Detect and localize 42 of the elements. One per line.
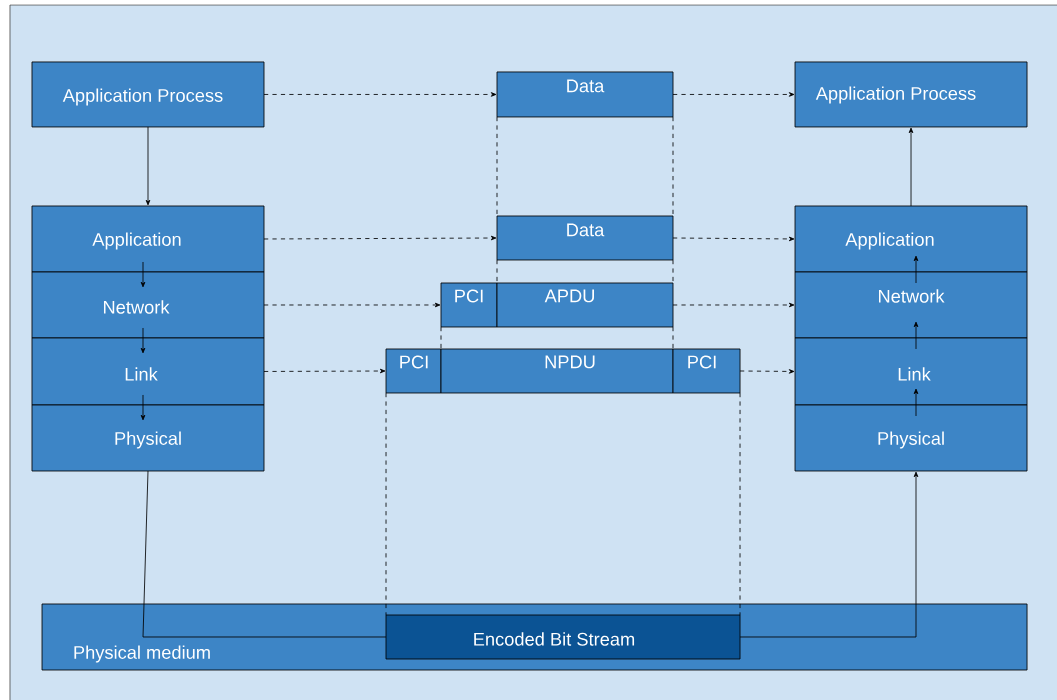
header-box: PCI: [385, 348, 442, 394]
arrow: [913, 321, 919, 350]
arrow: [263, 92, 497, 97]
layer-box: Physical: [794, 404, 1028, 472]
arrow: [672, 92, 795, 97]
arrow: [140, 327, 146, 354]
layer-box: Application: [31, 205, 265, 273]
arrow: [263, 235, 497, 241]
arrow: [263, 302, 441, 308]
arrow: [145, 126, 151, 206]
connector-line: [142, 470, 387, 638]
arrow: [140, 261, 146, 288]
arrow: [263, 368, 386, 374]
connector-line: [672, 259, 674, 284]
layer-box: Application: [794, 205, 1028, 273]
connector-line: [496, 259, 498, 284]
connector-line: [440, 326, 442, 350]
arrow: [913, 388, 919, 417]
connector-line: [672, 116, 674, 217]
connector-line: [672, 326, 674, 350]
arrow: [739, 369, 795, 374]
connector-line: [496, 116, 498, 217]
bitstream-box: Encoded Bit Stream: [385, 614, 741, 660]
layer-box: Network: [794, 271, 1028, 339]
header-box: PCI: [672, 348, 741, 394]
arrow: [913, 255, 919, 284]
arrow: [140, 394, 146, 421]
arrow: [672, 236, 795, 242]
layer-box: Application Process: [794, 61, 1028, 128]
layer-box: Network: [31, 271, 265, 339]
layer-box: Link: [794, 337, 1028, 406]
layer-box: Physical: [31, 404, 265, 472]
arrow: [739, 471, 919, 638]
arrow: [908, 127, 914, 207]
layer-box: Application Process: [31, 61, 265, 128]
arrow: [672, 302, 795, 308]
layer-box: Link: [31, 337, 265, 406]
connector-line: [739, 392, 741, 616]
data-box: Data: [496, 71, 674, 118]
connector-line: [385, 392, 387, 616]
header-box: PCI: [440, 282, 498, 328]
data-box: Data: [496, 215, 674, 261]
